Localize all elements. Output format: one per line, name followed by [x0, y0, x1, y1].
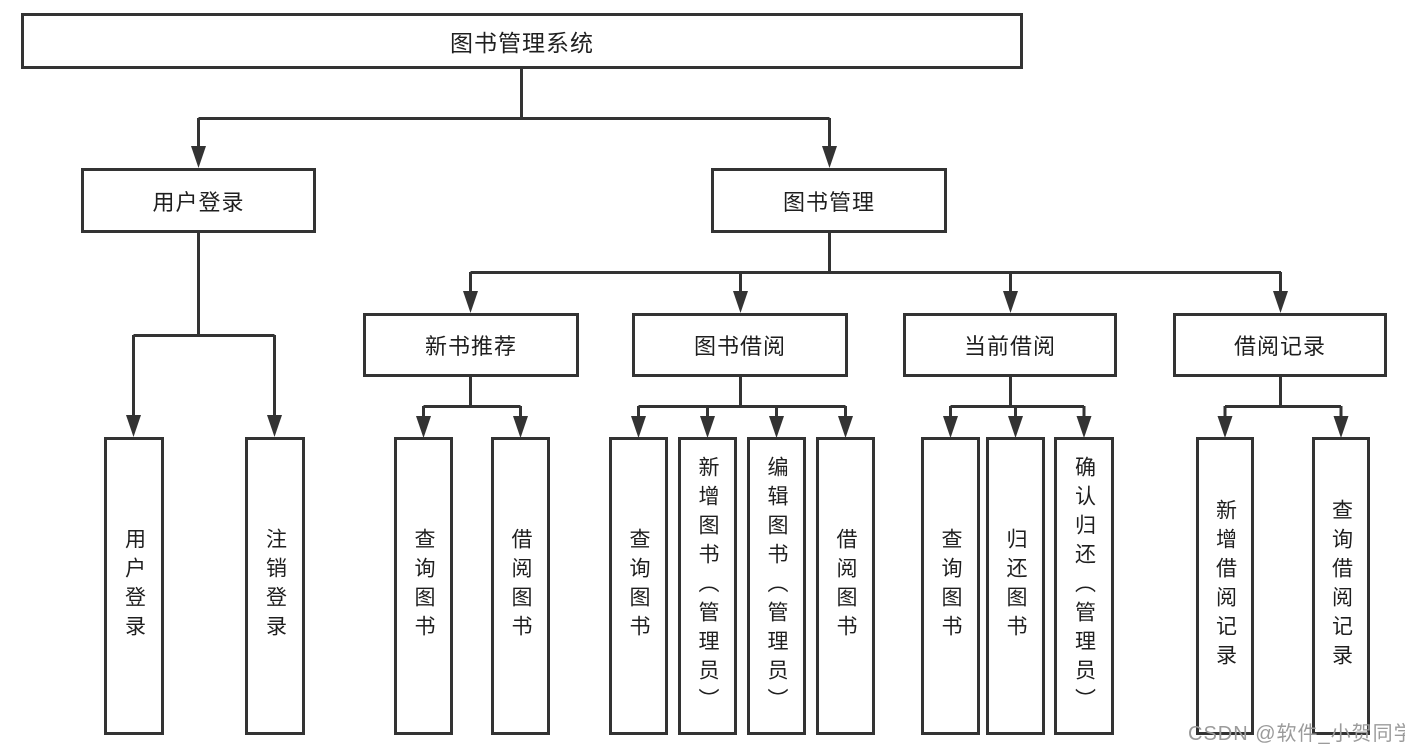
node-leaf-cb-query-books: 查询图书 — [921, 437, 980, 735]
watermark: CSDN @软件_小贺同学 — [1188, 723, 1405, 745]
node-new-book-recommend: 新书推荐 — [363, 313, 579, 377]
node-new-book-recommend-label: 新书推荐 — [424, 334, 517, 359]
node-leaf-bb-query-books-label: 查询图书 — [627, 528, 650, 644]
node-leaf-bb-edit-books: 编辑图书（管理员） — [747, 437, 806, 735]
node-leaf-nb-query-books: 查询图书 — [394, 437, 453, 735]
node-book-management-label: 图书管理 — [782, 189, 875, 215]
node-book-borrow: 图书借阅 — [632, 313, 848, 377]
node-leaf-bb-borrow-books: 借阅图书 — [816, 437, 875, 735]
node-borrow-records: 借阅记录 — [1173, 313, 1387, 377]
node-leaf-logout: 注销登录 — [245, 437, 305, 735]
node-leaf-cb-query-books-label: 查询图书 — [939, 528, 962, 644]
node-current-borrow-label: 当前借阅 — [963, 334, 1056, 359]
node-book-borrow-label: 图书借阅 — [693, 334, 786, 359]
node-leaf-br-query-record: 查询借阅记录 — [1312, 437, 1370, 735]
node-leaf-nb-borrow-books: 借阅图书 — [491, 437, 550, 735]
node-borrow-records-label: 借阅记录 — [1233, 334, 1326, 359]
node-leaf-br-add-record: 新增借阅记录 — [1196, 437, 1254, 735]
node-leaf-bb-query-books: 查询图书 — [609, 437, 668, 735]
node-leaf-user-login: 用户登录 — [104, 437, 164, 735]
node-user-login: 用户登录 — [81, 168, 316, 233]
node-root-label: 图书管理系统 — [450, 30, 594, 56]
node-leaf-br-query-record-label: 查询借阅记录 — [1329, 499, 1353, 673]
node-leaf-cb-confirm-return: 确认归还（管理员） — [1054, 437, 1114, 735]
node-leaf-nb-borrow-books-label: 借阅图书 — [509, 528, 532, 644]
node-leaf-nb-query-books-label: 查询图书 — [412, 528, 435, 644]
node-leaf-bb-borrow-books-label: 借阅图书 — [834, 528, 857, 644]
node-leaf-bb-edit-books-label: 编辑图书（管理员） — [765, 455, 788, 717]
node-leaf-user-login-label: 用户登录 — [122, 528, 146, 644]
node-current-borrow: 当前借阅 — [903, 313, 1117, 377]
node-leaf-logout-label: 注销登录 — [263, 528, 287, 644]
node-user-login-label: 用户登录 — [152, 189, 245, 215]
node-root: 图书管理系统 — [21, 13, 1023, 69]
node-leaf-cb-return-books: 归还图书 — [986, 437, 1045, 735]
node-leaf-cb-return-books-label: 归还图书 — [1004, 528, 1027, 644]
node-leaf-cb-confirm-return-label: 确认归还（管理员） — [1072, 455, 1096, 717]
node-leaf-br-add-record-label: 新增借阅记录 — [1213, 499, 1237, 673]
node-leaf-bb-add-books: 新增图书（管理员） — [678, 437, 737, 735]
node-book-management: 图书管理 — [711, 168, 947, 233]
node-leaf-bb-add-books-label: 新增图书（管理员） — [696, 455, 719, 717]
